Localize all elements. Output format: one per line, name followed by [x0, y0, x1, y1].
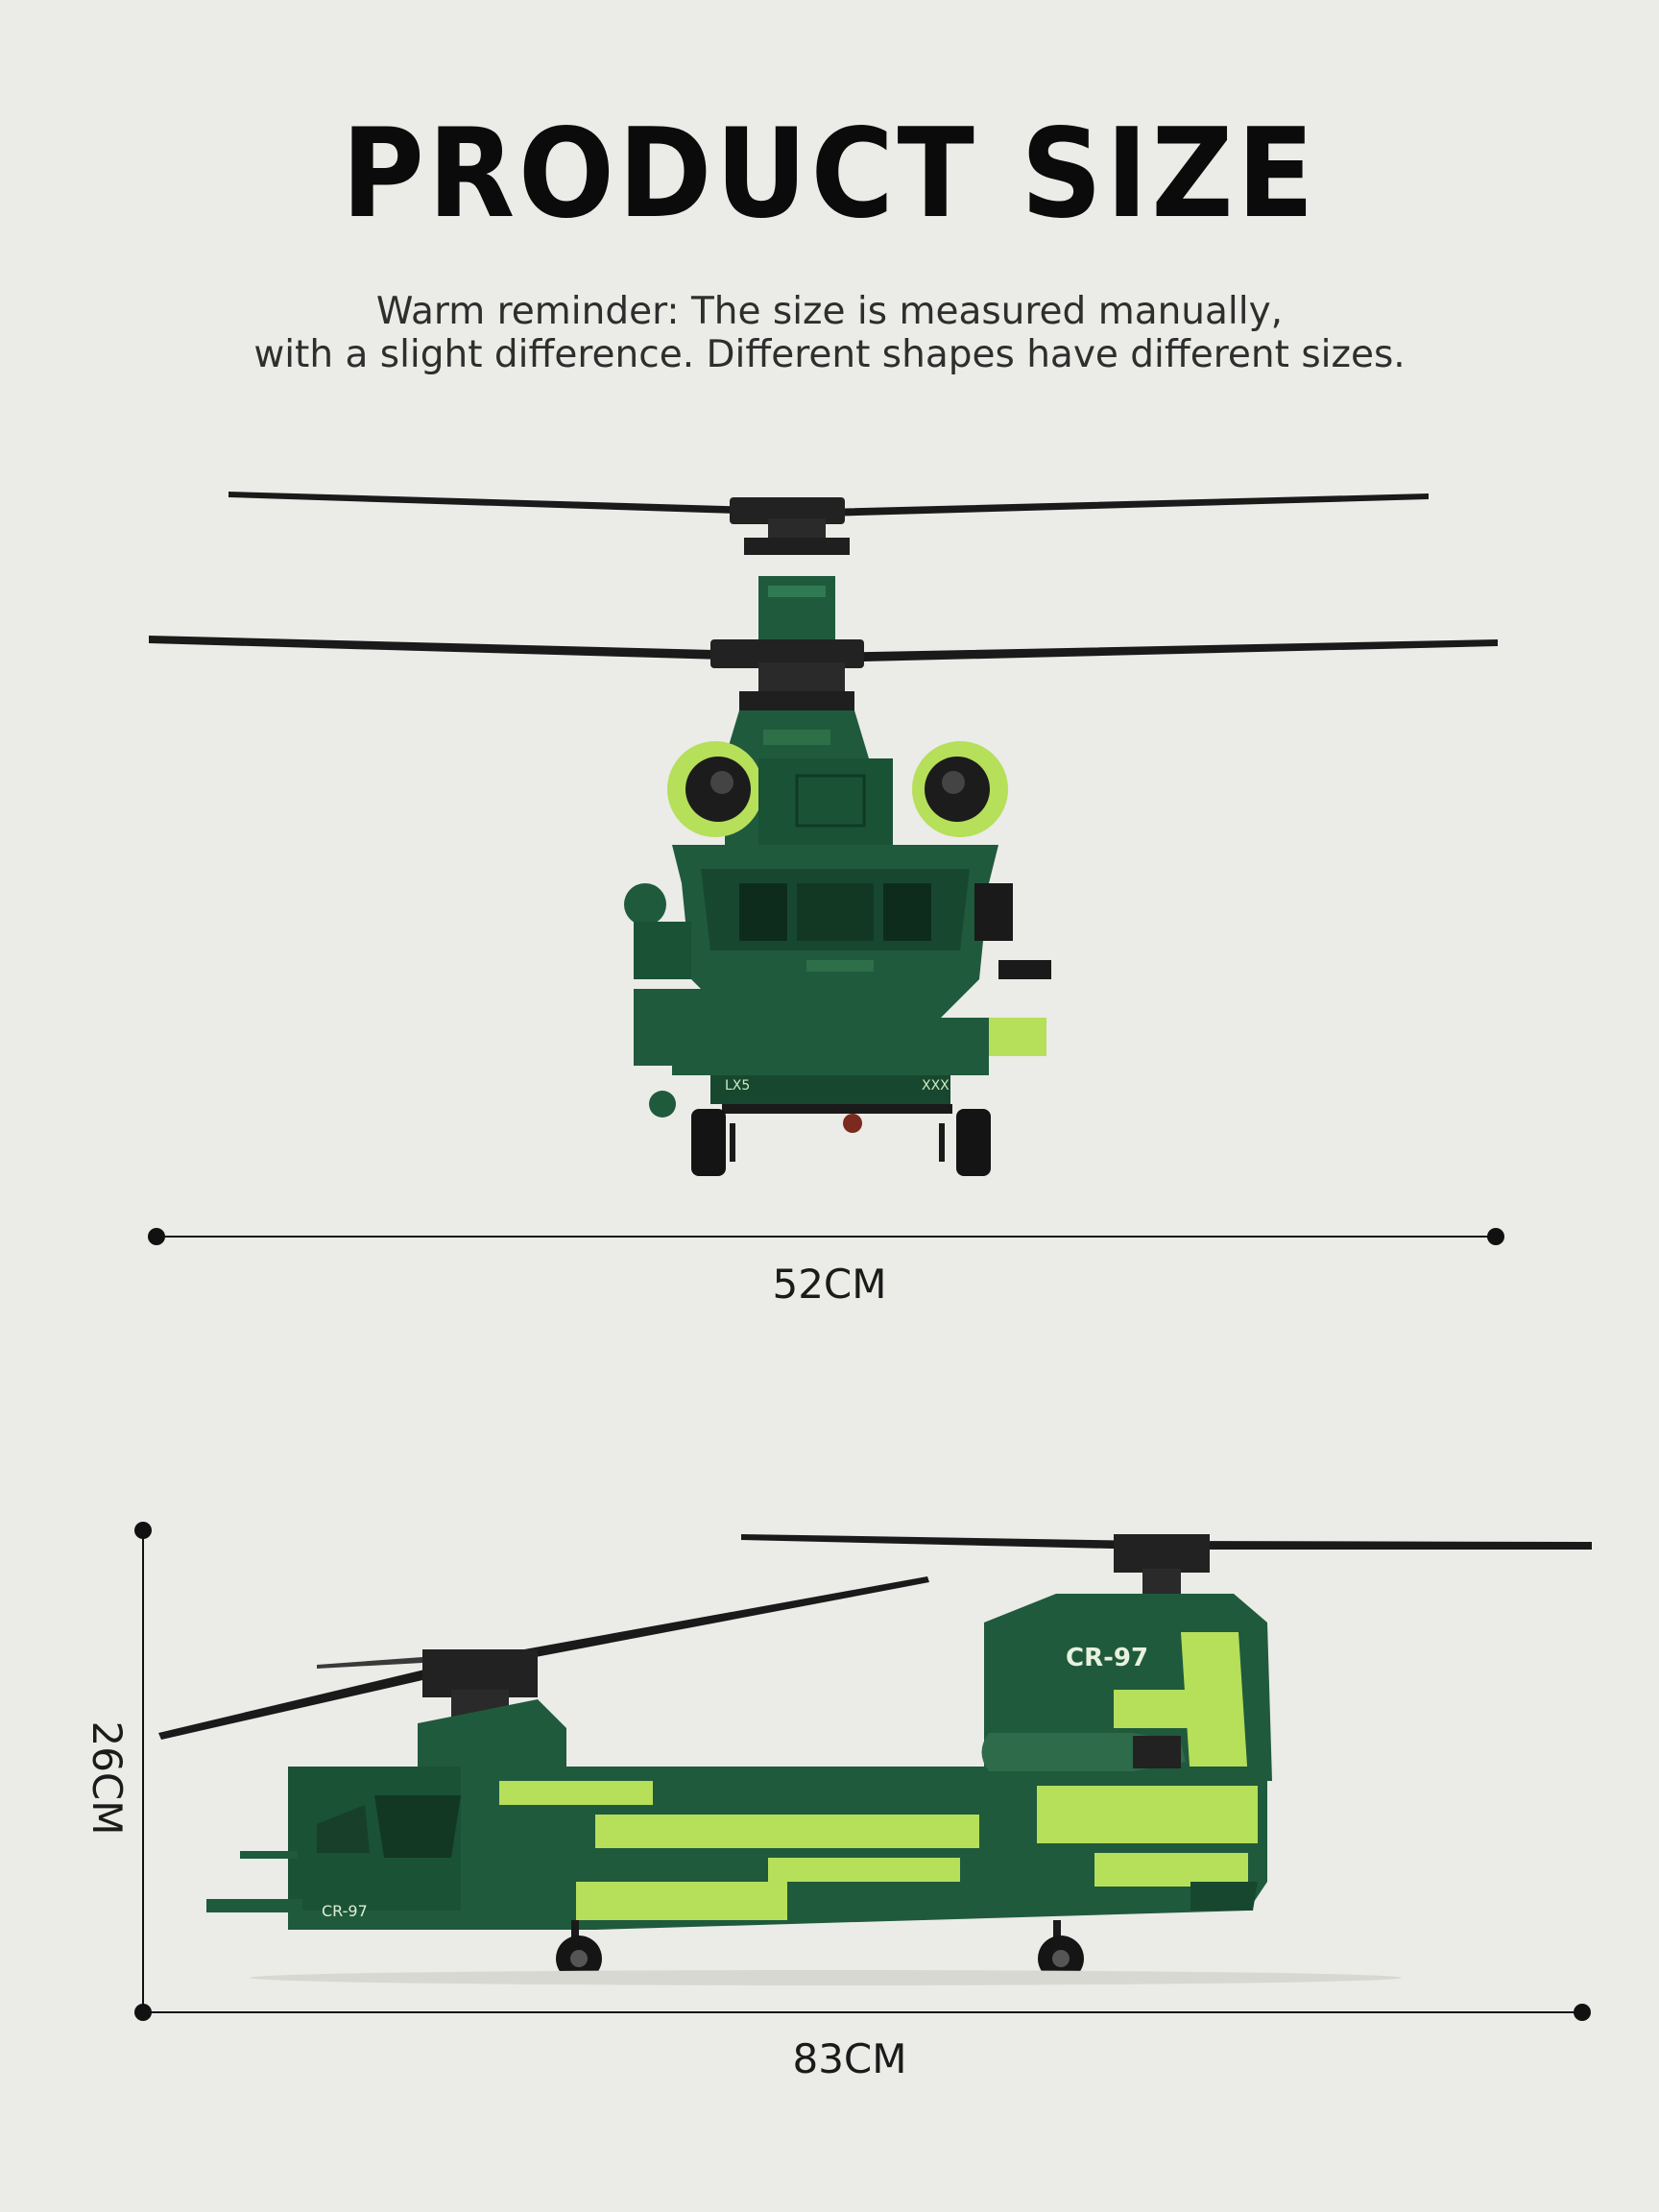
side-rear-rotor: [741, 1534, 1592, 1594]
width-label: 52CM: [772, 1261, 887, 1308]
height-dimension-line: [134, 1522, 152, 2021]
front-view-helicopter: LX5 XXX: [149, 492, 1498, 1176]
left-engine-pod: [667, 741, 763, 837]
right-engine-pod: [912, 741, 1008, 837]
side-front-rotor: [158, 1576, 929, 1740]
height-label: 26CM: [84, 1720, 131, 1835]
reminder-line-1: Warm reminder: The size is measured manu…: [375, 290, 1284, 333]
page-title: PRODUCT SIZE: [341, 103, 1318, 246]
width-dimension-line: [148, 1228, 1504, 1245]
side-view-helicopter: CR-97 CR-97: [158, 1534, 1592, 1985]
length-dimension-line: [143, 2004, 1591, 2021]
length-label: 83CM: [792, 2035, 907, 2082]
front-upper-rotor: [228, 492, 1429, 555]
nose-marking: CR-97: [322, 1902, 368, 1920]
svg-text:XXX: XXX: [922, 1078, 950, 1094]
tail-marking: CR-97: [1066, 1644, 1148, 1672]
svg-text:LX5: LX5: [725, 1078, 750, 1094]
side-landing-gear: [556, 1920, 1084, 1982]
front-landing-gear: [691, 1104, 991, 1176]
front-lower-rotor: [149, 636, 1498, 710]
reminder-line-2: with a slight difference. Different shap…: [253, 333, 1406, 376]
